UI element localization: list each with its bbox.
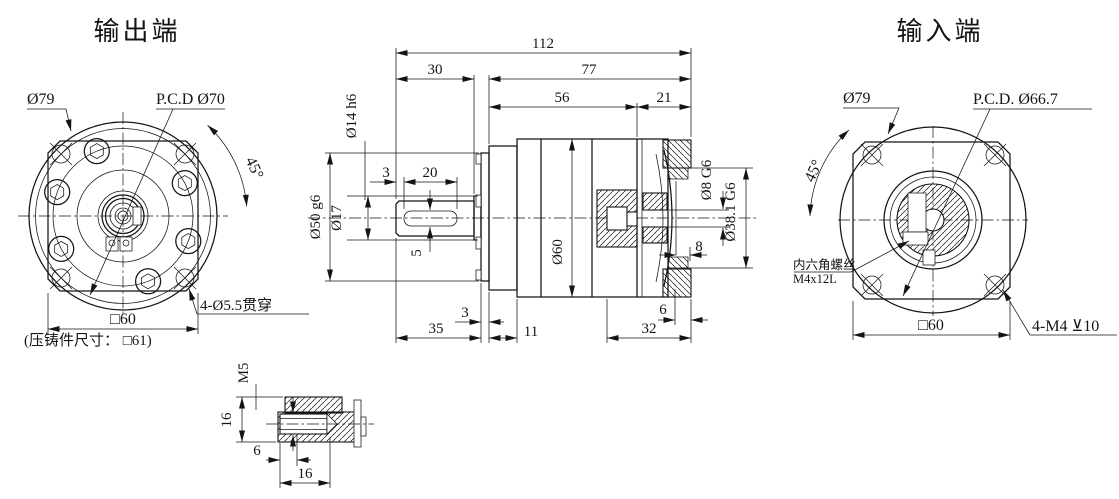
clamp-screw bbox=[907, 192, 927, 233]
input-tap-label: 4-M4 ⊻10 bbox=[1032, 318, 1099, 335]
rear-collar-section bbox=[662, 139, 692, 169]
tap-leader bbox=[1002, 289, 1031, 336]
dim-key-width: 5 bbox=[409, 249, 425, 257]
input-screw-note-1: 内六角螺丝 bbox=[793, 258, 856, 272]
dim-rear-21: 21 bbox=[657, 90, 672, 106]
label-register-dia: Ø38.1 G6 bbox=[723, 182, 739, 242]
dia-leader bbox=[843, 107, 900, 135]
label-body-dia: Ø60 bbox=[550, 239, 566, 265]
dim-shaft-30: 30 bbox=[428, 62, 443, 78]
snapring-lug bbox=[119, 236, 133, 252]
dim-front-56: 56 bbox=[555, 90, 571, 106]
dim-35: 35 bbox=[429, 321, 444, 337]
register-circle bbox=[883, 170, 983, 270]
dim-register-depth: 8 bbox=[695, 239, 703, 255]
output-end-view: 输出端 45° Ø79 P.C.D Ø70 4- bbox=[18, 17, 309, 349]
input-pcd-label: P.C.D. Ø66.7 bbox=[973, 91, 1058, 108]
output-square-dim: □60 bbox=[110, 311, 136, 328]
input-title: 输入端 bbox=[896, 17, 983, 46]
snapring-lug bbox=[105, 236, 119, 252]
dim-body-77: 77 bbox=[582, 62, 598, 78]
input-screw-note-2: M4x12L bbox=[793, 272, 837, 286]
detail-view: M5 16 6 16 bbox=[219, 363, 374, 488]
dim-overall-112: 112 bbox=[532, 36, 554, 52]
square-flange-outline bbox=[47, 140, 199, 292]
bolt-pcd-circle bbox=[35, 128, 211, 304]
input-end-view: 输入端 45° Ø79 P.C.D. Ø66.7 内六角螺丝 M4x12L □6… bbox=[793, 17, 1117, 340]
output-holes-label: 4-Ø5.5贯穿 bbox=[200, 297, 272, 314]
detail-height-16: 16 bbox=[219, 412, 235, 428]
holes-leader bbox=[188, 288, 198, 315]
keyway-slot bbox=[403, 210, 458, 227]
detail-depth-6: 6 bbox=[253, 443, 261, 459]
dim-key-length: 20 bbox=[423, 165, 438, 181]
dim-32: 32 bbox=[642, 321, 657, 337]
detail-depth-16: 16 bbox=[298, 466, 314, 482]
angle-dimension-arc bbox=[807, 129, 850, 217]
output-angle-label: 45° bbox=[242, 154, 267, 181]
input-coupling-section bbox=[642, 192, 668, 211]
dim-11: 11 bbox=[524, 324, 538, 340]
input-dia-label: Ø79 bbox=[843, 90, 871, 107]
pcd-leader bbox=[89, 108, 174, 296]
detail-top-tab bbox=[284, 396, 343, 414]
dim-key-offset: 3 bbox=[382, 165, 390, 181]
dia-leader bbox=[27, 108, 72, 132]
dim-plate-3: 3 bbox=[461, 305, 469, 321]
output-pcd-label: P.C.D Ø70 bbox=[156, 91, 225, 108]
angle-dimension-arc bbox=[207, 125, 249, 207]
screw-circle bbox=[52, 145, 194, 287]
label-bore-dia: Ø8 G6 bbox=[699, 159, 715, 200]
output-dia-label: Ø79 bbox=[27, 91, 55, 108]
pcd-leader bbox=[902, 108, 991, 297]
output-shaft bbox=[395, 200, 475, 237]
keyway-notch bbox=[132, 206, 142, 226]
label-collar-dia: Ø17 bbox=[329, 205, 345, 231]
boss-circle bbox=[76, 169, 170, 263]
outer-diameter-circle bbox=[28, 121, 218, 311]
section-view: 112 30 77 56 21 Ø14 h6 Ø50 g6 Ø17 3 20 5… bbox=[308, 36, 758, 343]
label-pilot-dia: Ø50 g6 bbox=[308, 194, 324, 239]
input-angle-label: 45° bbox=[801, 157, 826, 184]
detail-thread-label: M5 bbox=[236, 363, 252, 384]
label-shaft-dia: Ø14 h6 bbox=[344, 93, 360, 138]
screw-note-leader bbox=[794, 240, 910, 273]
outer-diameter-circle bbox=[839, 126, 1027, 314]
input-square-dim: □60 bbox=[918, 317, 944, 334]
output-casting-note: (压铸件尺寸： □61) bbox=[24, 332, 152, 349]
clamp-slit bbox=[922, 249, 936, 266]
dim-6: 6 bbox=[659, 302, 667, 318]
square-flange-outline bbox=[852, 141, 1011, 300]
clamp-screw-head bbox=[902, 231, 929, 246]
pilot-disc bbox=[480, 152, 490, 282]
output-title: 输出端 bbox=[93, 17, 180, 46]
